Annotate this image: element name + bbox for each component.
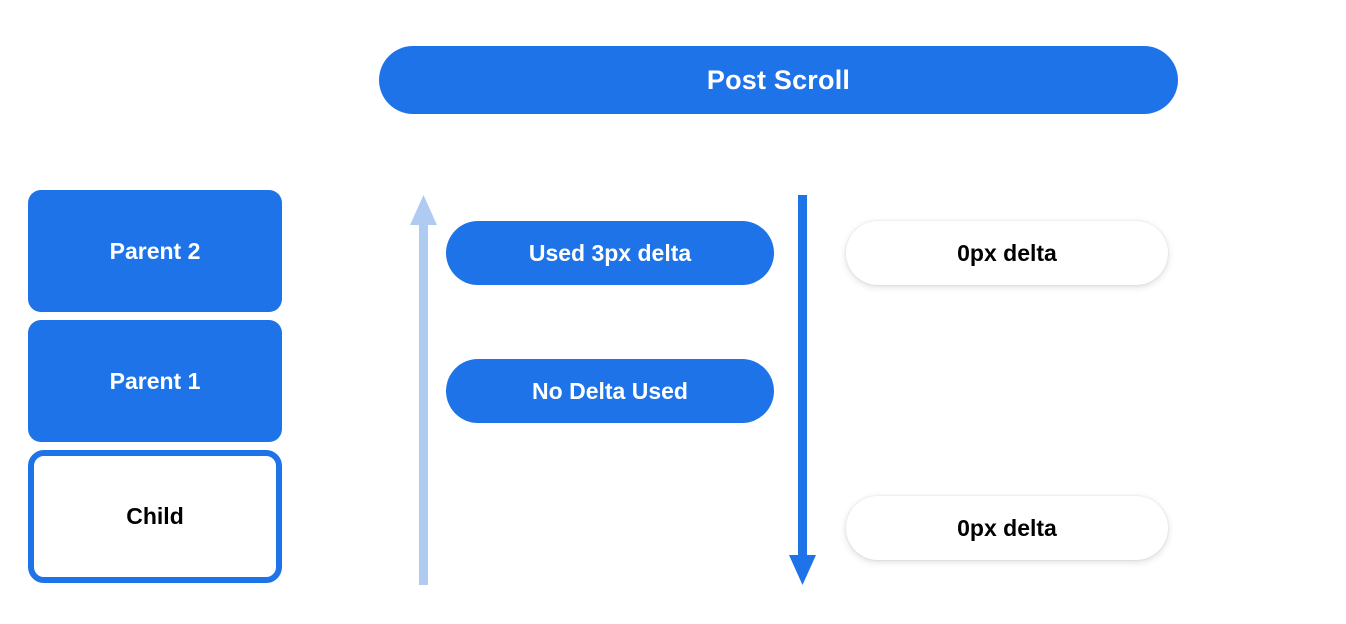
pill-used-3px-delta: Used 3px delta	[446, 221, 774, 285]
stack-box-parent-2: Parent 2	[28, 190, 282, 312]
stack-box-label: Child	[126, 503, 184, 529]
scroll-down-arrow	[787, 193, 819, 592]
pill-label: Used 3px delta	[528, 239, 692, 266]
stack-box-label: Parent 2	[109, 237, 201, 264]
pill-label: 0px delta	[957, 239, 1057, 266]
pill-zero-delta-top: 0px delta	[846, 221, 1168, 285]
stack-box-parent-1: Parent 1	[28, 320, 282, 442]
stack-box-label: Parent 1	[109, 367, 201, 394]
pill-label: 0px delta	[957, 514, 1057, 541]
view-hierarchy-stack: Parent 2 Parent 1 Child	[28, 190, 282, 583]
stack-box-child: Child	[28, 450, 282, 583]
post-scroll-banner: Post Scroll	[379, 46, 1178, 114]
banner-title: Post Scroll	[706, 64, 851, 95]
pill-label: No Delta Used	[532, 377, 688, 404]
pill-no-delta-used: No Delta Used	[446, 359, 774, 423]
pill-zero-delta-bottom: 0px delta	[846, 496, 1168, 560]
scroll-up-arrow	[408, 193, 440, 592]
